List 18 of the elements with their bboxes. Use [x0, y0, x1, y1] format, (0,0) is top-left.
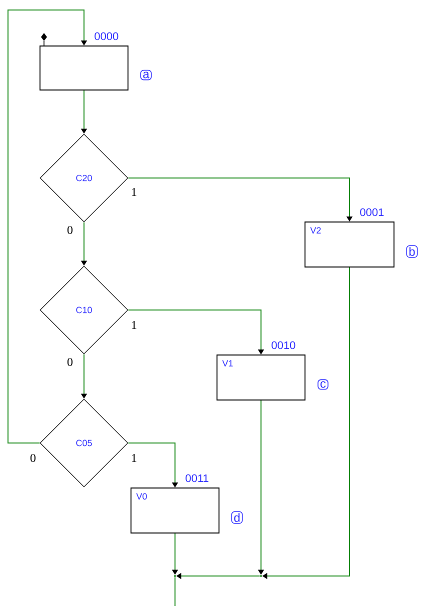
action-label: V1 [222, 360, 233, 366]
step-number: 0010 [272, 341, 296, 350]
action-label: V0 [136, 493, 147, 500]
edge-label: 1 [130, 320, 138, 330]
edge-label: 0 [66, 356, 74, 368]
edge-label: 1 [130, 453, 138, 463]
step-letter: a [140, 70, 152, 80]
step-number: 0011 [186, 474, 208, 482]
edge-label: 0 [66, 224, 74, 236]
step-number: 0001 [360, 208, 384, 216]
step-letter: c [318, 379, 328, 390]
arrow [8, 10, 88, 444]
edge-label: 0 [29, 452, 37, 464]
step-number: 0000 [94, 32, 118, 40]
edge-label: 1 [130, 187, 138, 197]
action-label: V2 [310, 227, 321, 234]
step-letter: d [231, 511, 243, 524]
step-letter: b [406, 245, 418, 258]
